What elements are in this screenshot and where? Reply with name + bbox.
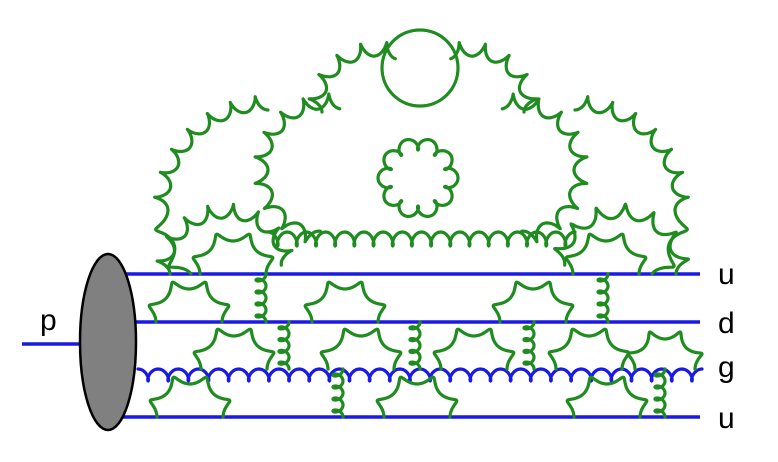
gluon-loop-mid-left — [253, 92, 342, 172]
gluon-cloud-side-right — [650, 208, 689, 276]
arc-line1-a — [191, 232, 275, 276]
arc-gline-c — [432, 327, 516, 371]
line-label-d: d — [718, 307, 735, 340]
rung-6 — [331, 367, 345, 419]
gluon-cloud-bottom — [266, 230, 577, 248]
arc-line4-a — [148, 375, 232, 419]
gluon-cloud — [153, 28, 690, 276]
arc-line4-c — [565, 375, 649, 419]
gluon-inner-ring — [376, 138, 460, 218]
arc-gline-a — [192, 327, 276, 371]
gluon-top-ring — [380, 28, 460, 108]
gluon-loop-mid-left-lower — [253, 168, 322, 244]
arc-line4-b — [375, 375, 459, 419]
arc-line2-c — [491, 280, 575, 324]
arc-gline-e — [626, 330, 704, 371]
arc-line2-a — [147, 280, 231, 324]
rung-2 — [596, 272, 610, 324]
line-label-u-bottom: u — [718, 402, 735, 435]
rung-4 — [408, 320, 422, 371]
gluon-loop-mid-right-lower — [520, 168, 589, 244]
gluon-loop-outer-right — [553, 202, 690, 276]
arc-line1-b — [564, 232, 648, 276]
line-label-g: g — [718, 351, 735, 384]
proton-label: p — [40, 304, 57, 337]
rung-1 — [254, 272, 268, 324]
arc-gline-b — [319, 327, 403, 371]
gluon-self-energy-arcs — [147, 232, 704, 419]
gluon-envelope-right — [573, 95, 690, 212]
arc-gline-d — [547, 327, 631, 371]
proton-blob — [78, 252, 138, 432]
gluon-exchange-rungs — [254, 272, 667, 419]
rung-3 — [277, 320, 291, 371]
gluon-cloud-side-left — [154, 208, 193, 276]
gluon-loop-upper-right — [449, 41, 539, 114]
arc-line2-b — [303, 280, 387, 324]
rung-5 — [522, 320, 536, 371]
line-label-u-top: u — [718, 258, 735, 291]
gluon-envelope-left — [153, 95, 270, 212]
rung-7 — [653, 367, 667, 419]
gluon-loop-mid-right — [500, 92, 589, 172]
gluon-loop-upper-left — [307, 41, 397, 114]
